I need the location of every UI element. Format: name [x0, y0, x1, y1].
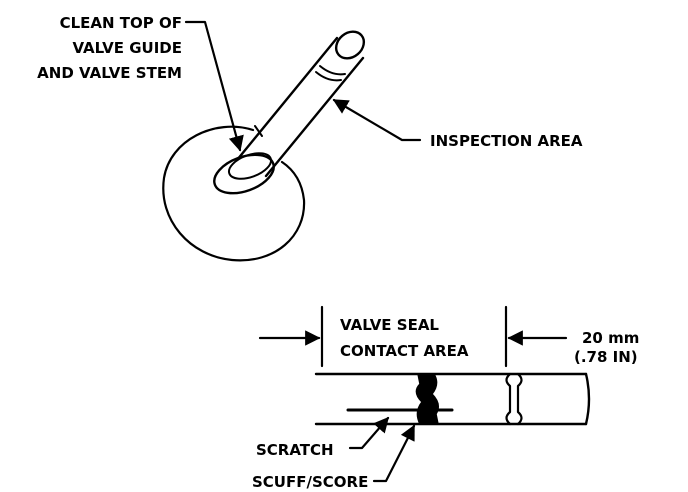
inspection-area-leader [332, 98, 422, 142]
scratch-label: SCRATCH [256, 441, 334, 459]
clean-top-label-line1: CLEAN TOP OF [60, 14, 182, 32]
dimension-metric-label: 20 mm [582, 329, 639, 347]
clean-top-leader [184, 20, 244, 152]
stem-groove-2 [315, 71, 342, 82]
dimension-imperial-label: (.78 IN) [574, 348, 638, 366]
seal-contact-label-line2: CONTACT AREA [340, 342, 469, 360]
scratch-leader [348, 416, 390, 450]
stem-groove-1 [319, 65, 346, 76]
guide-boss-inner [227, 152, 273, 180]
stem-end [584, 372, 591, 426]
valve-guide-disc [162, 125, 306, 262]
stem-groove [505, 372, 512, 426]
seal-contact-label-line1: VALVE SEAL [340, 316, 439, 334]
valve-stem-top [334, 30, 366, 60]
clean-top-label-line3: AND VALVE STEM [37, 64, 182, 82]
scuff-score-mark [415, 373, 439, 425]
valve-stem-side-view [258, 305, 591, 426]
valve-stem-left-edge [235, 36, 339, 162]
valve-stem-right-edge [264, 56, 365, 178]
inspection-area-label: INSPECTION AREA [430, 132, 583, 150]
valve-guide-illustration [162, 30, 366, 262]
scuff-score-leader [372, 424, 416, 483]
clean-top-label-line2: VALVE GUIDE [72, 39, 182, 57]
scuff-score-label: SCUFF/SCORE [252, 473, 368, 491]
